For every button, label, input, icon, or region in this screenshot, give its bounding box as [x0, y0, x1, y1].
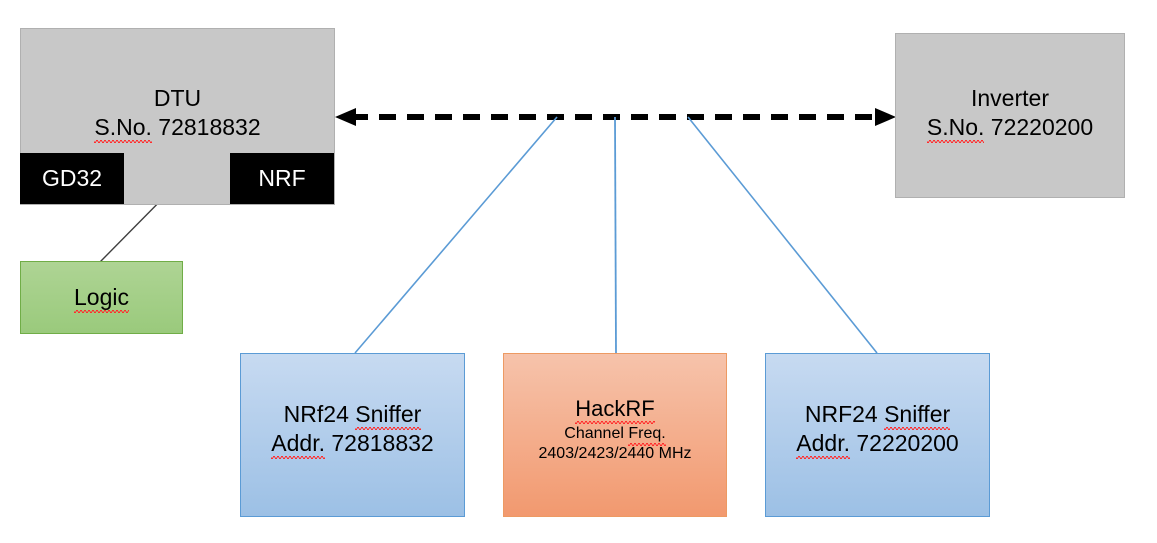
logic-label: Logic [74, 283, 129, 314]
hackrf-title-text: HackRF [575, 396, 656, 424]
inverter-serial-prefix: S.No. [926, 114, 985, 144]
sniffer-left-addr-prefix: Addr. [271, 430, 325, 460]
nrf-label: NRF [258, 165, 306, 191]
sniffer-right-tap [687, 116, 878, 354]
gd32-chip[interactable]: GD32 [20, 153, 124, 204]
sniffer-right-addr-prefix: Addr. [796, 430, 850, 460]
nrf-chip[interactable]: NRF [230, 153, 334, 204]
hackrf-node[interactable]: HackRF Channel Freq. 2403/2423/2440 MHz [503, 353, 727, 517]
dtu-serial-prefix: S.No. [94, 114, 152, 144]
sniffer-left-address: Addr. 72818832 [271, 430, 434, 460]
sniffer-left-addr-value: 72818832 [331, 430, 434, 457]
sniffer-right-addr-value: 72220200 [856, 430, 959, 457]
hackrf-channel-word: Channel [564, 424, 624, 442]
dtu-inverter-wireless-link [335, 108, 896, 126]
hackrf-tap [614, 116, 617, 354]
dtu-title: DTU [153, 85, 202, 111]
dtu-serial: S.No. 72818832 [94, 114, 261, 144]
inverter-node[interactable]: Inverter S.No. 72220200 [895, 33, 1125, 198]
sniffer-left-node[interactable]: NRf24 Sniffer Addr. 72818832 [240, 353, 465, 517]
sniffer-right-title: NRF24 Sniffer [804, 401, 951, 431]
hackrf-freq-word: Freq. [628, 424, 667, 446]
sniffer-right-address: Addr. 72220200 [796, 430, 959, 460]
hackrf-title: HackRF [575, 396, 656, 424]
inverter-serial-number: 72220200 [990, 114, 1094, 141]
sniffer-left-chip: NRf24 [283, 401, 349, 427]
sniffer-left-tap [354, 116, 558, 354]
dtu-serial-number: 72818832 [158, 114, 261, 141]
hackrf-frequencies: 2403/2423/2440 MHz [538, 444, 692, 462]
logic-analyzer-node[interactable]: Logic [20, 261, 183, 334]
sniffer-left-role: Sniffer [355, 401, 422, 431]
inverter-serial: S.No. 72220200 [926, 114, 1094, 144]
sniffer-right-node[interactable]: NRF24 Sniffer Addr. 72220200 [765, 353, 990, 517]
sniffer-right-role: Sniffer [884, 401, 951, 431]
sniffer-left-title: NRf24 Sniffer [283, 401, 422, 431]
sniffer-right-chip: NRF24 [804, 401, 878, 427]
gd32-label: GD32 [41, 165, 103, 191]
hackrf-channel-label: Channel Freq. [564, 424, 667, 446]
inverter-title: Inverter [971, 85, 1049, 111]
